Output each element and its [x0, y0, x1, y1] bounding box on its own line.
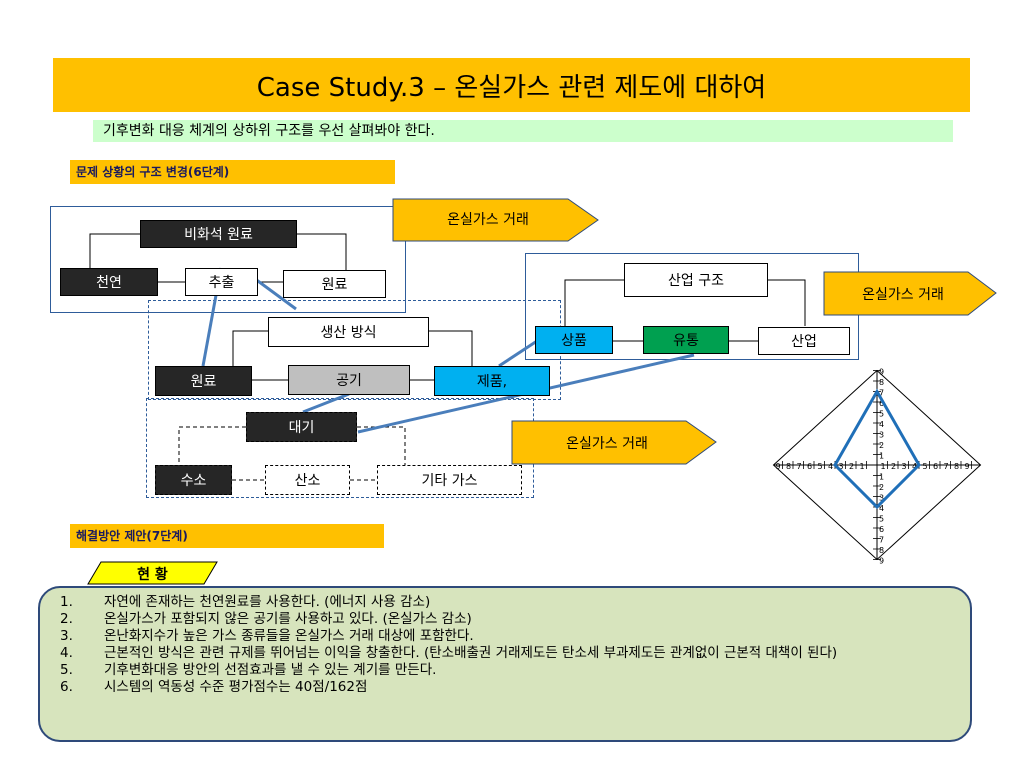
- node-hydrogen: 수소: [155, 465, 232, 495]
- list-item: 온실가스가 포함되지 않은 공기를 사용하고 있다. (온실가스 감소): [60, 611, 472, 628]
- arrow-label-1: 온실가스 거래: [447, 212, 529, 228]
- page-title: Case Study.3 – 온실가스 관련 제도에 대하여: [53, 58, 970, 112]
- radar-tick-label: 8: [879, 546, 884, 555]
- list-item: 기후변화대응 방안의 선점효과를 낼 수 있는 계기를 만든다.: [60, 662, 437, 679]
- radar-tick-label: 4: [912, 462, 917, 471]
- node-production: 생산 방식: [268, 317, 429, 347]
- radar-tick-label: 4: [879, 504, 884, 513]
- radar-tick-label: 9: [879, 368, 884, 377]
- radar-tick-label: 3: [902, 462, 907, 471]
- radar-tick-label: 2: [879, 441, 884, 450]
- radar-tick-label: 6: [879, 525, 884, 534]
- radar-tick-label: 6: [807, 462, 812, 471]
- section-label-problem: 문제 상황의 구조 변경(6단계): [70, 160, 395, 184]
- radar-tick-label: 2: [891, 462, 896, 471]
- list-item: 근본적인 방식은 관련 규제를 뛰어넘는 이익을 창출한다. (탄소배출권 거래…: [60, 645, 838, 662]
- node-raw-2: 원료: [155, 366, 252, 396]
- node-oxygen: 산소: [265, 465, 350, 495]
- radar-tick-label: 3: [879, 431, 884, 440]
- arrow-shape-1: [392, 198, 599, 242]
- status-list: 자연에 존재하는 천연원료를 사용한다. (에너지 사용 감소) 온실가스가 포…: [40, 594, 970, 696]
- radar-tick-label: 7: [879, 389, 884, 398]
- radar-tick-label: 9: [776, 462, 781, 471]
- radar-tick-label: 7: [944, 462, 949, 471]
- radar-tick-label: 8: [786, 462, 791, 471]
- radar-tick-label: 2: [849, 462, 854, 471]
- radar-tick-label: 1: [879, 473, 884, 482]
- node-goods: 상품: [535, 326, 613, 354]
- radar-tick-label: 3: [839, 462, 844, 471]
- radar-tick-label: 1: [879, 452, 884, 461]
- node-natural: 천연: [60, 268, 158, 296]
- node-raw-1: 원료: [283, 270, 386, 298]
- arrow-label-3: 온실가스 거래: [566, 436, 648, 452]
- radar-tick-label: 8: [954, 462, 959, 471]
- arrow-shape-3: [511, 420, 717, 465]
- radar-tick-label: 5: [879, 410, 884, 419]
- radar-tick-label: 7: [797, 462, 802, 471]
- node-distribution: 유통: [643, 326, 729, 354]
- node-non-fossil: 비화석 원료: [140, 220, 297, 248]
- radar-tick-label: 6: [933, 462, 938, 471]
- node-industry: 산업: [758, 327, 850, 355]
- section-label-solution: 해결방안 제안(7단계): [70, 524, 384, 548]
- radar-tick-label: 5: [923, 462, 928, 471]
- arrow-shape-2: [823, 271, 997, 316]
- arrow-label-2: 온실가스 거래: [862, 287, 944, 303]
- list-item: 자연에 존재하는 천연원료를 사용한다. (에너지 사용 감소): [60, 594, 431, 611]
- radar-tick-label: 4: [879, 420, 884, 429]
- radar-tick-label: 9: [879, 557, 884, 566]
- list-item: 온난화지수가 높은 가스 종류들을 온실가스 거래 대상에 포함한다.: [60, 628, 474, 645]
- list-item: 시스템의 역동성 수준 평가점수는 40점/162점: [60, 679, 368, 696]
- node-atmosphere: 대기: [246, 412, 357, 442]
- status-tag: 현 황: [137, 567, 168, 583]
- radar-tick-label: 2: [879, 483, 884, 492]
- radar-tick-label: 4: [828, 462, 833, 471]
- node-air: 공기: [288, 365, 410, 395]
- radar-tick-label: 1: [881, 462, 886, 471]
- radar-tick-label: 5: [879, 515, 884, 524]
- radar-tick-label: 5: [818, 462, 823, 471]
- node-industry-structure: 산업 구조: [624, 263, 768, 297]
- radar-tick-label: 3: [879, 494, 884, 503]
- radar-tick-label: 9: [965, 462, 970, 471]
- radar-value-shape: [833, 388, 921, 510]
- node-extraction: 추출: [185, 268, 258, 296]
- frame-raw-material: [50, 206, 406, 313]
- radar-tick-label: 1: [860, 462, 865, 471]
- status-list-box: 자연에 존재하는 천연원료를 사용한다. (에너지 사용 감소) 온실가스가 포…: [38, 586, 972, 742]
- radar-tick-label: 7: [879, 536, 884, 545]
- subtitle: 기후변화 대응 체계의 상하위 구조를 우선 살펴봐야 한다.: [93, 120, 953, 142]
- radar-tick-label: 8: [879, 378, 884, 387]
- radar-tick-label: 6: [879, 399, 884, 408]
- node-other-gas: 기타 가스: [377, 465, 522, 495]
- node-product: 제품,: [434, 366, 550, 396]
